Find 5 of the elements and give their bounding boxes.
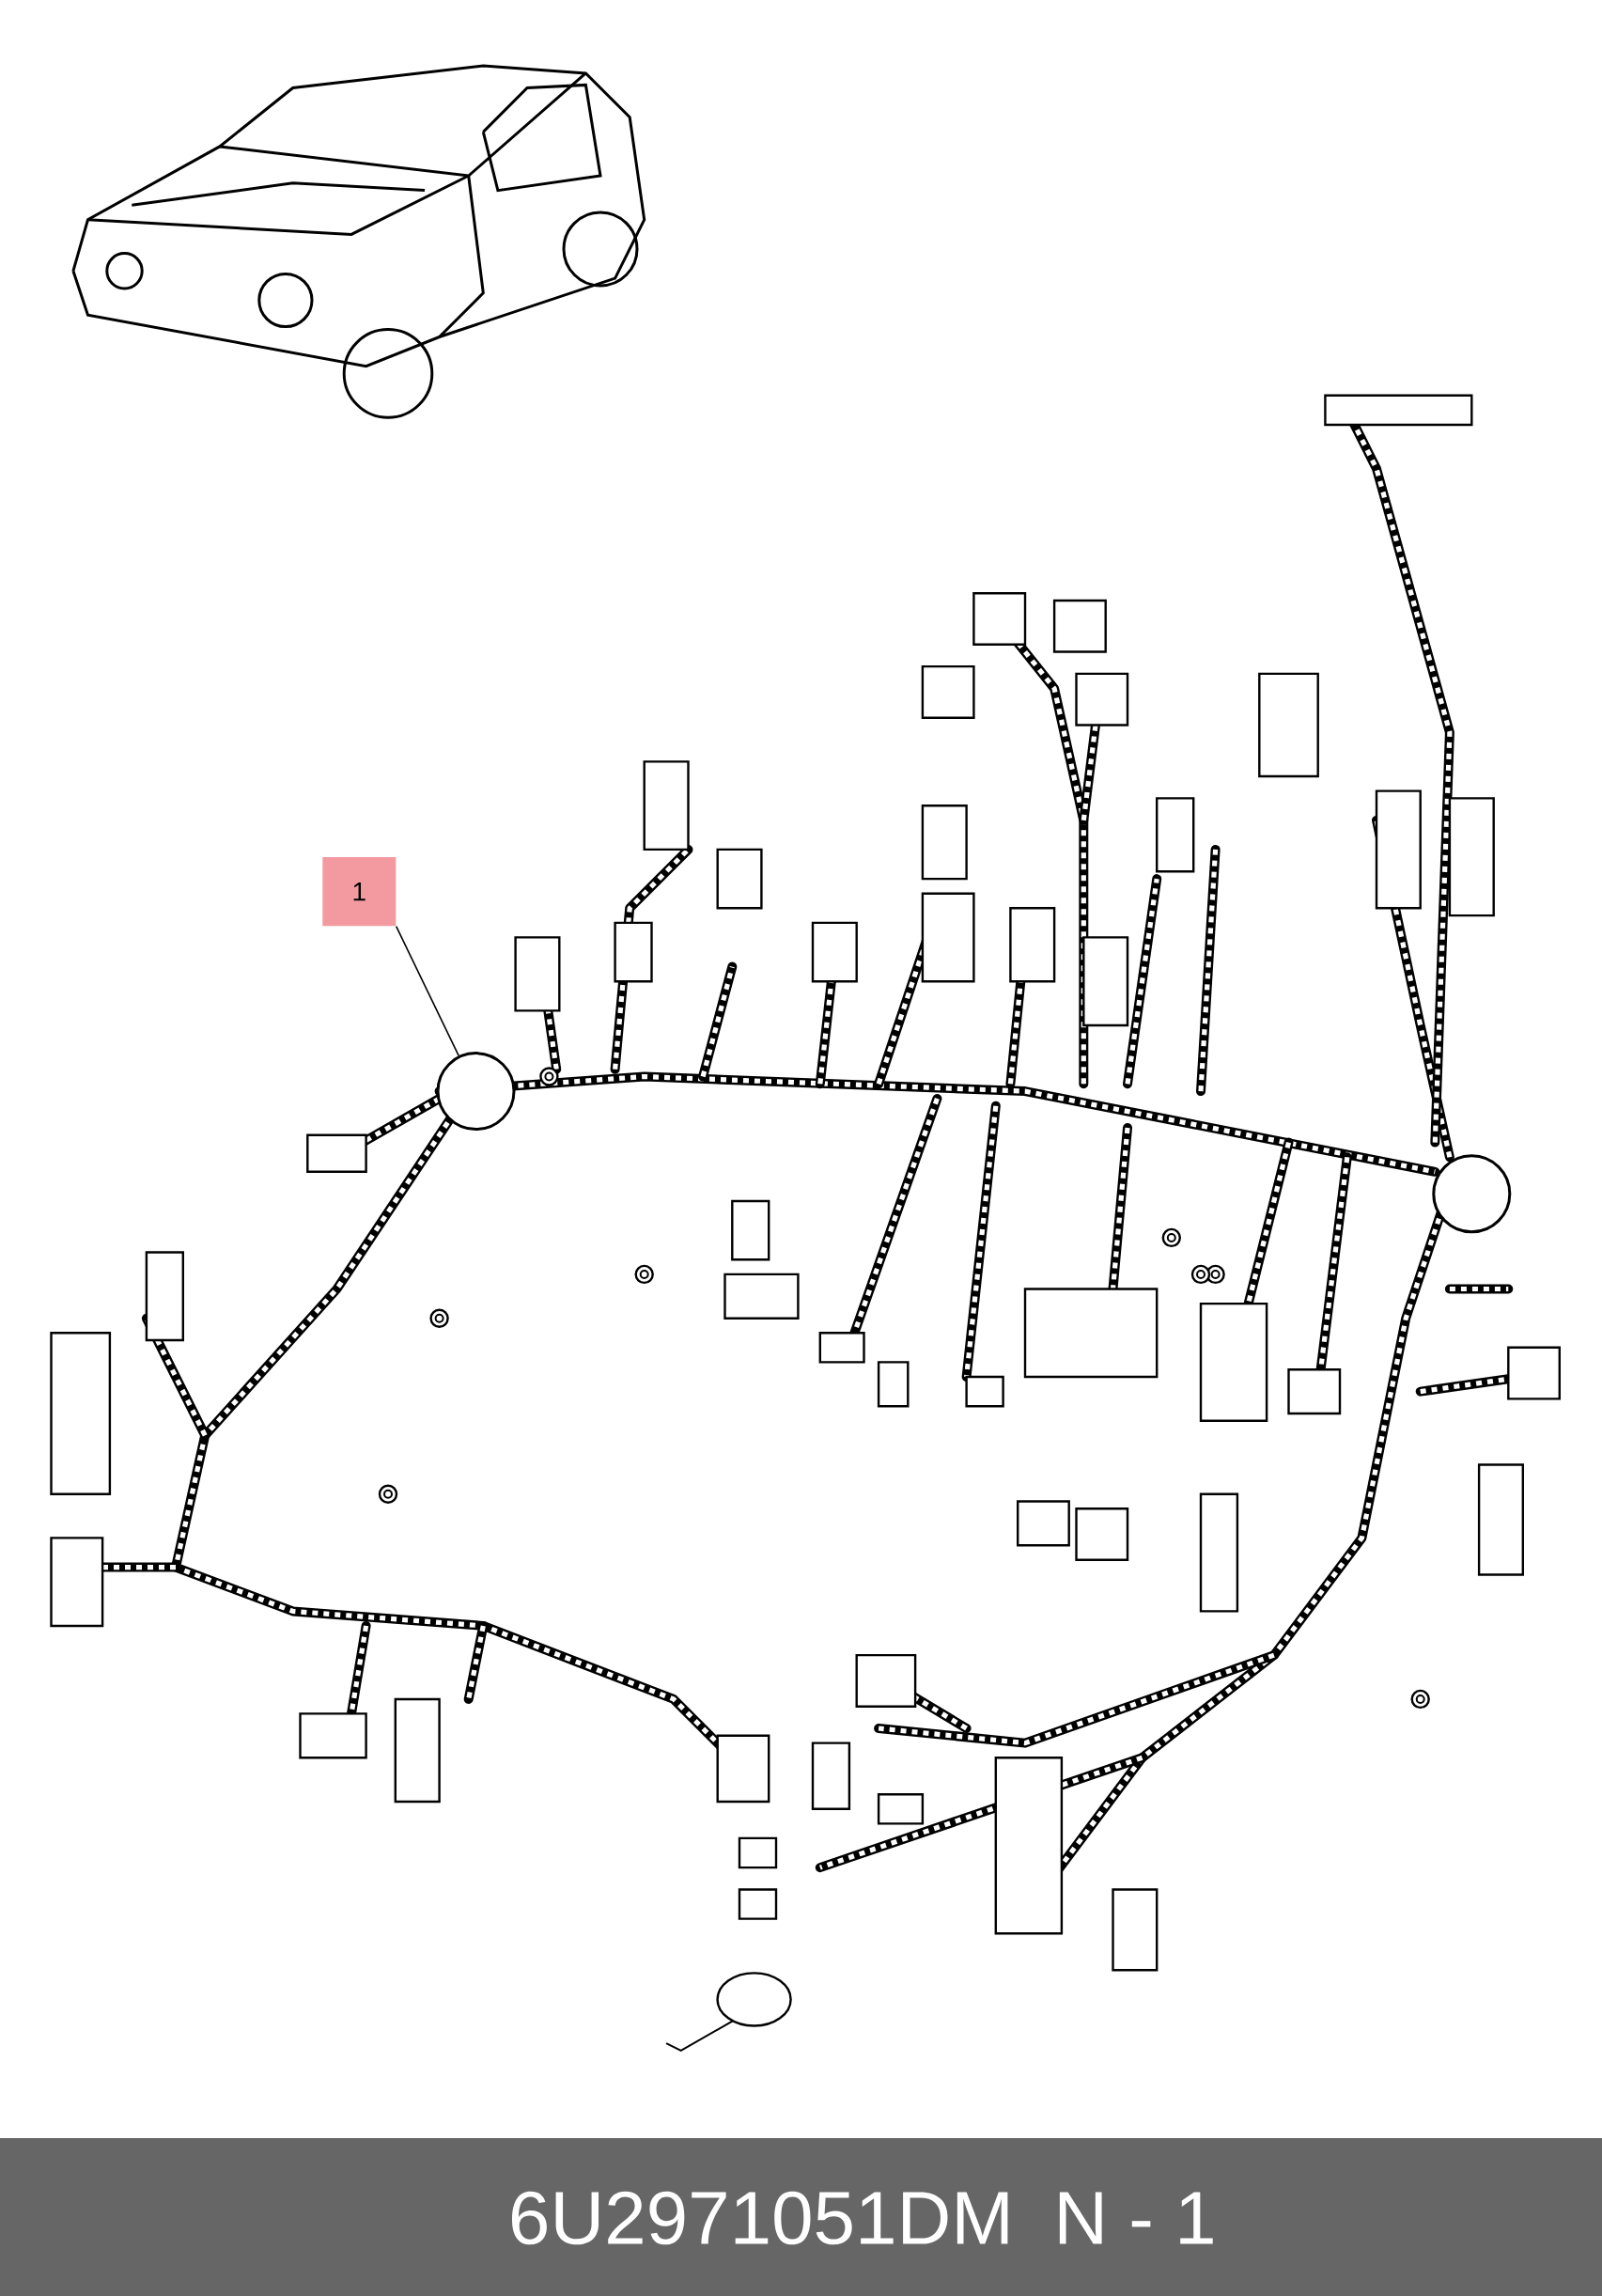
grommet — [436, 1052, 516, 1132]
item-label: N - 1 — [1059, 2192, 1213, 2244]
callout-number: 1 — [322, 857, 397, 927]
leader-line — [395, 925, 460, 1057]
part-number: 6U2971051DM — [512, 2191, 1008, 2245]
